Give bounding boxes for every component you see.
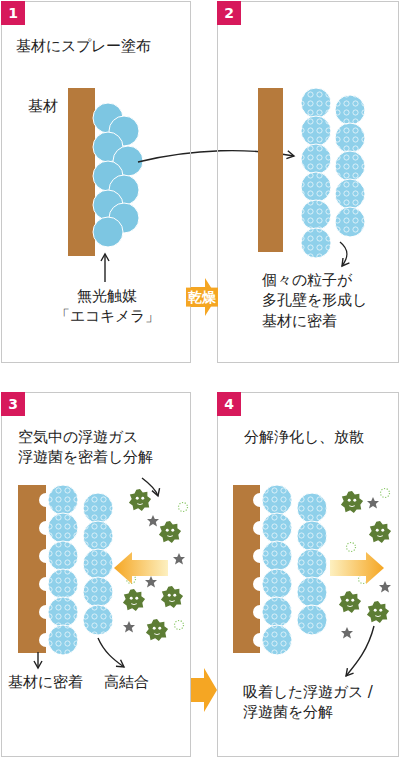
- arrow-label: 乾燥: [186, 288, 218, 307]
- step-text: 空気中の浮遊ガス 浮遊菌を密着し分解: [18, 427, 168, 468]
- step-number: 3: [1, 392, 25, 416]
- step-number: 1: [1, 1, 25, 25]
- step-panel: 分解浄化し、放散 4: [217, 392, 399, 757]
- step-number: 2: [217, 1, 241, 25]
- part-label: 高結合: [104, 672, 149, 692]
- material-label: 無光触媒 「エコキメラ」: [50, 286, 164, 327]
- note-label: 吸着した浮遊ガス / 浮遊菌を分解: [243, 682, 393, 723]
- step-number-text: 1: [8, 6, 18, 20]
- process-arrow: [191, 668, 217, 712]
- step-number-text: 2: [224, 6, 234, 20]
- step-text: 基材にスプレー塗布: [16, 36, 151, 56]
- step-panel: 空気中の浮遊ガス 浮遊菌を密着し分解 3: [1, 392, 191, 757]
- step-text: 分解浄化し、放散: [244, 427, 364, 447]
- step-panel: 個々の粒子が 多孔壁を形成し 基材に密着 2: [217, 1, 399, 363]
- step-number-text: 4: [224, 397, 234, 411]
- part-label: 基材に密着: [8, 672, 83, 692]
- step-text: 個々の粒子が 多孔壁を形成し 基材に密着: [262, 270, 380, 331]
- step-number: 4: [217, 392, 241, 416]
- part-label: 基材: [28, 96, 58, 116]
- step-number-text: 3: [8, 397, 18, 411]
